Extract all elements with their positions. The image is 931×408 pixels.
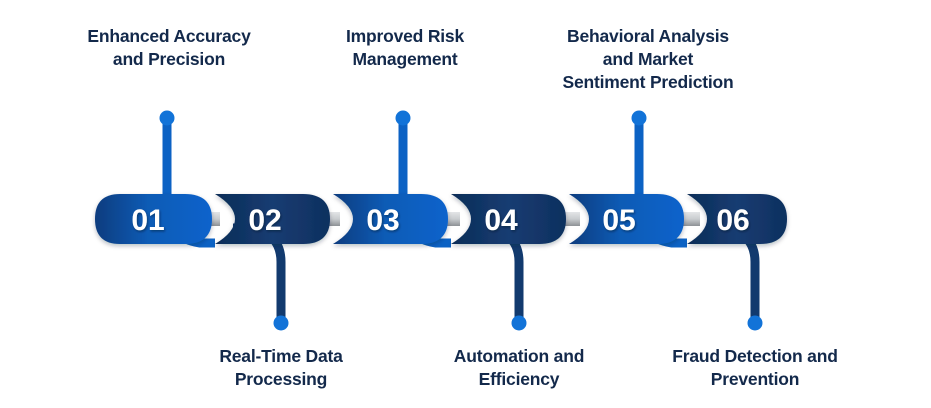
connector-dot-step-2 [273, 315, 289, 331]
chevron-step-5[interactable] [569, 194, 684, 244]
connector-dot-step-4 [511, 315, 527, 331]
step-label-1: Enhanced Accuracy and Precision [87, 26, 251, 70]
connector-dot-step-6 [747, 315, 763, 331]
step-label-5: Behavioral Analysis and Market Sentiment… [562, 26, 734, 93]
connector-dot-step-5 [631, 110, 647, 126]
chevron-step-4[interactable] [451, 194, 566, 244]
step-number-group: 01 02 03 04 05 06 [131, 204, 749, 237]
step-label-3: Improved Risk Management [346, 26, 464, 70]
step-number-5: 05 [602, 204, 635, 237]
chevron-step-6[interactable] [687, 194, 787, 244]
connector-dot-step-3 [395, 110, 411, 126]
step-number-4: 04 [484, 204, 518, 237]
step-label-4: Automation and Efficiency [453, 346, 585, 390]
step-label-6: Fraud Detection and Prevention [672, 346, 838, 390]
step-number-1: 01 [131, 204, 164, 237]
step-number-6: 06 [716, 204, 749, 237]
step-number-3: 03 [366, 204, 399, 237]
step-label-2: Real-Time Data Processing [219, 346, 343, 390]
chevron-step-3[interactable] [333, 194, 448, 244]
chevron-step-2[interactable] [215, 194, 330, 244]
step-number-2: 02 [248, 204, 281, 237]
chevron-step-1[interactable] [95, 194, 212, 244]
connector-dot-step-1 [159, 110, 175, 126]
